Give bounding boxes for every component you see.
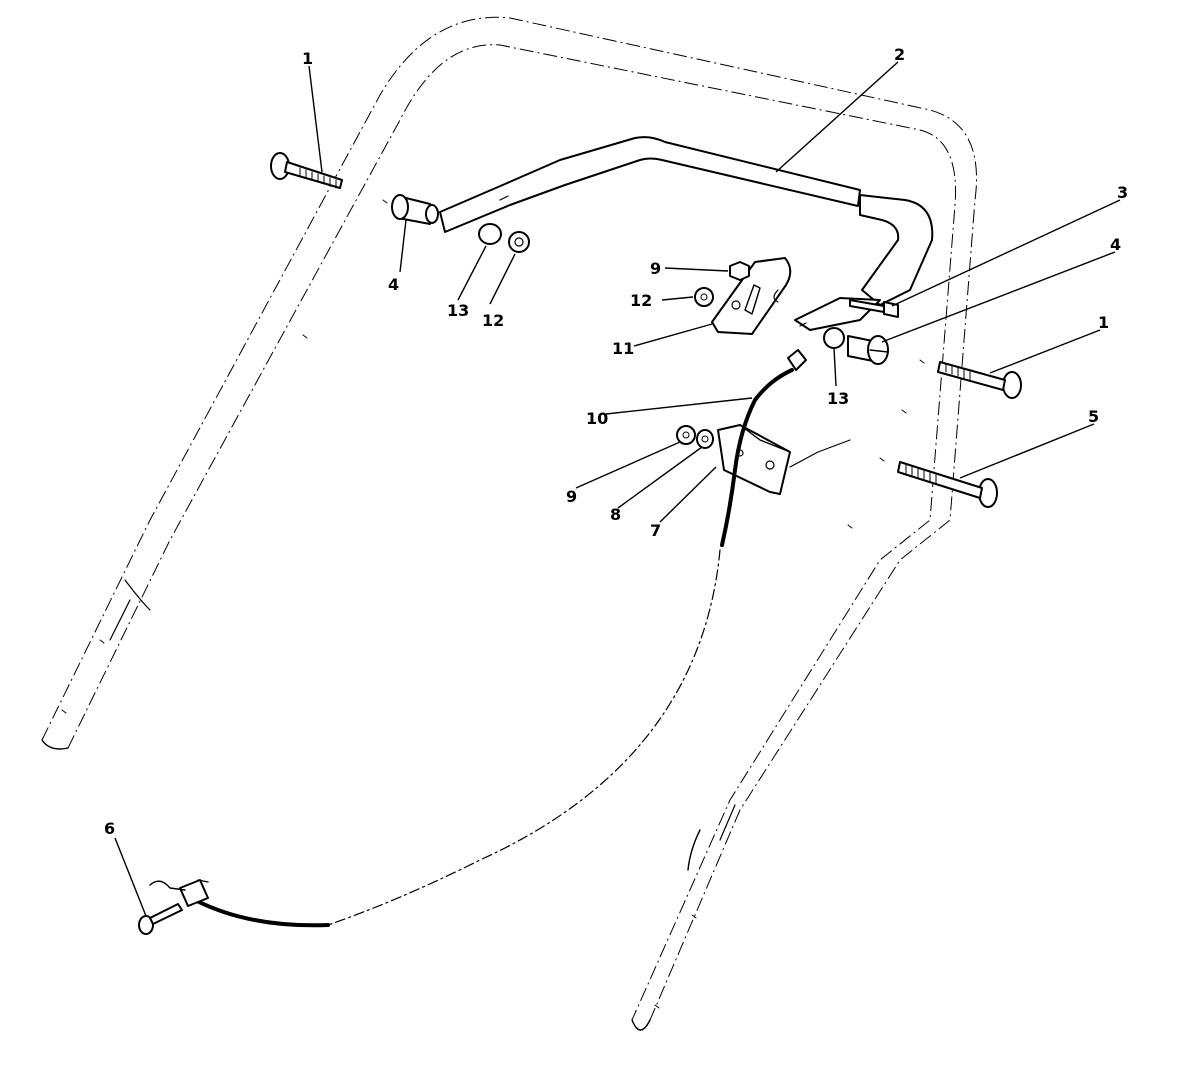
spacer-13-right <box>823 327 845 349</box>
mounting-plate <box>711 257 792 335</box>
callout-3: 3 <box>1117 183 1128 202</box>
callout-2: 2 <box>894 45 905 64</box>
callout-9-upper: 9 <box>650 259 661 278</box>
callout-1-right: 1 <box>1098 313 1109 332</box>
callout-labels: 1 2 3 4 4 1 5 6 7 8 9 9 10 11 12 12 13 1… <box>104 45 1128 838</box>
screw-3 <box>849 299 899 318</box>
callout-13-left: 13 <box>447 301 469 320</box>
callout-8: 8 <box>610 505 621 524</box>
callout-6: 6 <box>104 819 115 838</box>
switch-housing <box>717 424 851 495</box>
nut-9-lower <box>676 425 696 445</box>
callout-10: 10 <box>586 409 608 428</box>
callout-7: 7 <box>650 521 661 540</box>
washer-8 <box>696 429 714 449</box>
nut-12-left <box>508 231 530 253</box>
handle-outline <box>41 16 978 1031</box>
callout-13-right: 13 <box>827 389 849 408</box>
callout-12-left: 12 <box>482 311 504 330</box>
callout-1-left: 1 <box>302 49 313 68</box>
spacer-13-left <box>478 223 502 245</box>
control-bail <box>439 136 934 331</box>
callout-4-left: 4 <box>388 275 399 294</box>
callout-12-upper: 12 <box>630 291 652 310</box>
cable-clamp <box>138 879 330 935</box>
bushing-left <box>391 194 439 225</box>
carriage-bolt-right-upper <box>937 361 1022 399</box>
carriage-bolt-part-5 <box>897 461 998 508</box>
nut-9-upper <box>729 261 750 281</box>
wire-harness <box>327 349 807 926</box>
callout-9-lower: 9 <box>566 487 577 506</box>
leader-lines <box>114 61 1121 917</box>
callout-5: 5 <box>1088 407 1099 426</box>
carriage-bolt-left <box>270 152 343 189</box>
callout-11: 11 <box>612 339 634 358</box>
callout-4-right: 4 <box>1110 235 1121 254</box>
nut-12-upper <box>694 287 714 307</box>
bushing-right <box>847 335 889 365</box>
